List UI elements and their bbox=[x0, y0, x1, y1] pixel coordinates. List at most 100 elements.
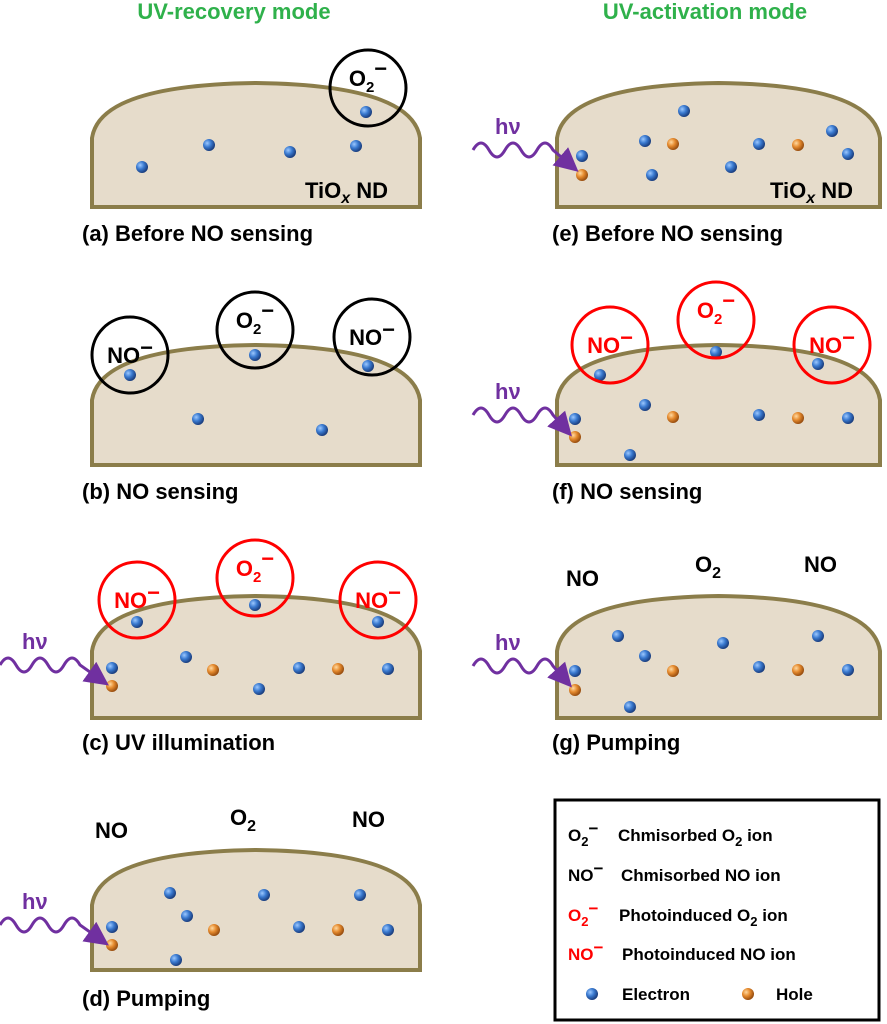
electron-icon bbox=[180, 651, 192, 663]
tiox-nanodot bbox=[555, 342, 882, 467]
electron-icon bbox=[612, 630, 624, 642]
caption-f: (f) NO sensing bbox=[552, 479, 702, 504]
caption-c: (c) UV illumination bbox=[82, 730, 275, 755]
electron-icon bbox=[284, 146, 296, 158]
o2-ion-label: O2− bbox=[349, 56, 387, 96]
o2-ion-label: O2− bbox=[236, 546, 274, 586]
material-label-e: TiOx ND bbox=[770, 178, 853, 207]
electron-icon bbox=[594, 369, 606, 381]
no-ion-label: NO− bbox=[809, 325, 855, 358]
caption-b: (b) NO sensing bbox=[82, 479, 238, 504]
gas-o2: O2 bbox=[230, 805, 256, 835]
electron-icon bbox=[131, 616, 143, 628]
caption-g: (g) Pumping bbox=[552, 730, 680, 755]
electron-icon bbox=[639, 650, 651, 662]
photon-wave-icon bbox=[0, 916, 109, 946]
photon-label: hν bbox=[495, 114, 521, 139]
electron-icon bbox=[812, 358, 824, 370]
electron-icon bbox=[569, 413, 581, 425]
electron-icon bbox=[192, 413, 204, 425]
legend-hole: Hole bbox=[776, 985, 813, 1004]
tiox-nanodot bbox=[90, 593, 422, 720]
electron-icon bbox=[249, 599, 261, 611]
electron-icon bbox=[753, 409, 765, 421]
electron-icon bbox=[106, 921, 118, 933]
electron-icon bbox=[382, 924, 394, 936]
electron-icon bbox=[164, 887, 176, 899]
legend-chemisorbed-o2: O2−Chmisorbed O2 ion bbox=[568, 819, 773, 849]
photon-label: hν bbox=[22, 629, 48, 654]
no-ion-label: NO− bbox=[114, 580, 160, 613]
tiox-nanodot bbox=[555, 80, 882, 209]
legend-photoinduced-o2: O2−Photoinduced O2 ion bbox=[568, 899, 788, 929]
electron-icon bbox=[624, 449, 636, 461]
electron-icon bbox=[717, 637, 729, 649]
no-ion-circle bbox=[90, 315, 170, 395]
hole-icon bbox=[332, 663, 344, 675]
electron-icon bbox=[842, 412, 854, 424]
electron-icon bbox=[170, 954, 182, 966]
caption-d: (d) Pumping bbox=[82, 986, 210, 1011]
legend: O2−Chmisorbed O2 ion NO−Chmisorbed NO io… bbox=[553, 798, 881, 1022]
tiox-nanodot bbox=[90, 80, 422, 209]
no-ion-circle bbox=[570, 305, 650, 385]
no-ion-label: NO− bbox=[355, 580, 401, 613]
electron-icon bbox=[106, 662, 118, 674]
tiox-nanodot bbox=[90, 342, 422, 467]
no-ion-label: NO− bbox=[349, 317, 395, 350]
electron-icon bbox=[360, 106, 372, 118]
legend-hole-icon bbox=[742, 988, 754, 1000]
electron-icon bbox=[372, 616, 384, 628]
no-ion-circle bbox=[332, 297, 412, 377]
o2-ion-label: O2− bbox=[697, 288, 735, 328]
material-label-a: TiOx ND bbox=[305, 178, 388, 207]
electron-icon bbox=[181, 910, 193, 922]
hole-icon bbox=[792, 664, 804, 676]
hole-icon bbox=[106, 939, 118, 951]
gas-no: NO bbox=[352, 807, 385, 832]
caption-e: (e) Before NO sensing bbox=[552, 221, 783, 246]
tiox-nanodot bbox=[555, 593, 882, 720]
hole-icon bbox=[792, 139, 804, 151]
electron-icon bbox=[639, 135, 651, 147]
legend-electron-icon bbox=[586, 988, 598, 1000]
hole-icon bbox=[576, 169, 588, 181]
hole-icon bbox=[332, 924, 344, 936]
electron-icon bbox=[753, 661, 765, 673]
title-uv-recovery: UV-recovery mode bbox=[137, 0, 330, 24]
electron-icon bbox=[382, 663, 394, 675]
hole-icon bbox=[792, 412, 804, 424]
electron-icon bbox=[362, 360, 374, 372]
hole-icon bbox=[106, 680, 118, 692]
electron-icon bbox=[710, 346, 722, 358]
electron-icon bbox=[678, 105, 690, 117]
hole-icon bbox=[569, 431, 581, 443]
electron-icon bbox=[316, 424, 328, 436]
hole-icon bbox=[208, 924, 220, 936]
gas-no: NO bbox=[804, 552, 837, 577]
o2-ion-circle bbox=[215, 538, 295, 618]
tiox-nanodot bbox=[90, 847, 422, 972]
electron-icon bbox=[646, 169, 658, 181]
photon-label: hν bbox=[22, 889, 48, 914]
no-ion-label: NO− bbox=[587, 325, 633, 358]
electron-icon bbox=[639, 399, 651, 411]
gas-no: NO bbox=[566, 566, 599, 591]
photon-label: hν bbox=[495, 630, 521, 655]
electron-icon bbox=[725, 161, 737, 173]
hole-icon bbox=[667, 411, 679, 423]
electron-icon bbox=[258, 889, 270, 901]
no-ion-circle bbox=[338, 560, 418, 640]
photon-wave-icon bbox=[471, 406, 572, 437]
electron-icon bbox=[253, 683, 265, 695]
electron-icon bbox=[842, 664, 854, 676]
photon-wave-icon bbox=[471, 141, 579, 172]
electron-icon bbox=[136, 161, 148, 173]
gas-o2: O2 bbox=[695, 552, 721, 582]
caption-a: (a) Before NO sensing bbox=[82, 221, 313, 246]
electron-icon bbox=[249, 349, 261, 361]
legend-chemisorbed-no: NO−Chmisorbed NO ion bbox=[568, 859, 781, 885]
title-uv-activation: UV-activation mode bbox=[603, 0, 807, 24]
hole-icon bbox=[667, 665, 679, 677]
